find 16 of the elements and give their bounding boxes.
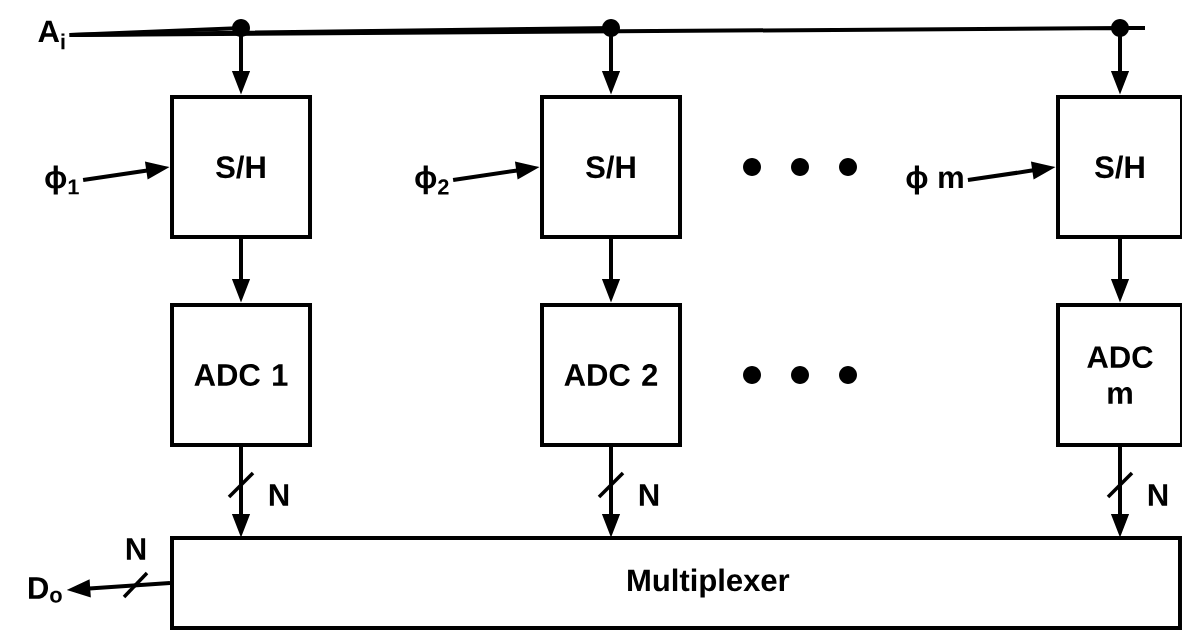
edge-label: N: [639, 484, 659, 506]
edge-label: N: [126, 538, 146, 560]
signal-label: D$_{o}$: [29, 577, 62, 603]
signal-label: ϕ$_{1}$: [45, 165, 79, 195]
block-box: Multiplexer: [170, 536, 1182, 630]
signal-label: ϕ$_{2}$: [415, 165, 449, 195]
block-box: ADC 1: [170, 303, 312, 447]
signal-label: ϕ m: [906, 165, 963, 195]
edge-label: N: [1148, 484, 1168, 506]
signal-label: A$_{i}$: [38, 20, 65, 50]
block-box: ADC 2: [540, 303, 682, 447]
block-box: ADC m: [1056, 303, 1182, 447]
edge-label: N: [269, 484, 289, 506]
block-box: S/H: [540, 95, 682, 239]
block-box: S/H: [170, 95, 312, 239]
block-box: S/H: [1056, 95, 1182, 239]
